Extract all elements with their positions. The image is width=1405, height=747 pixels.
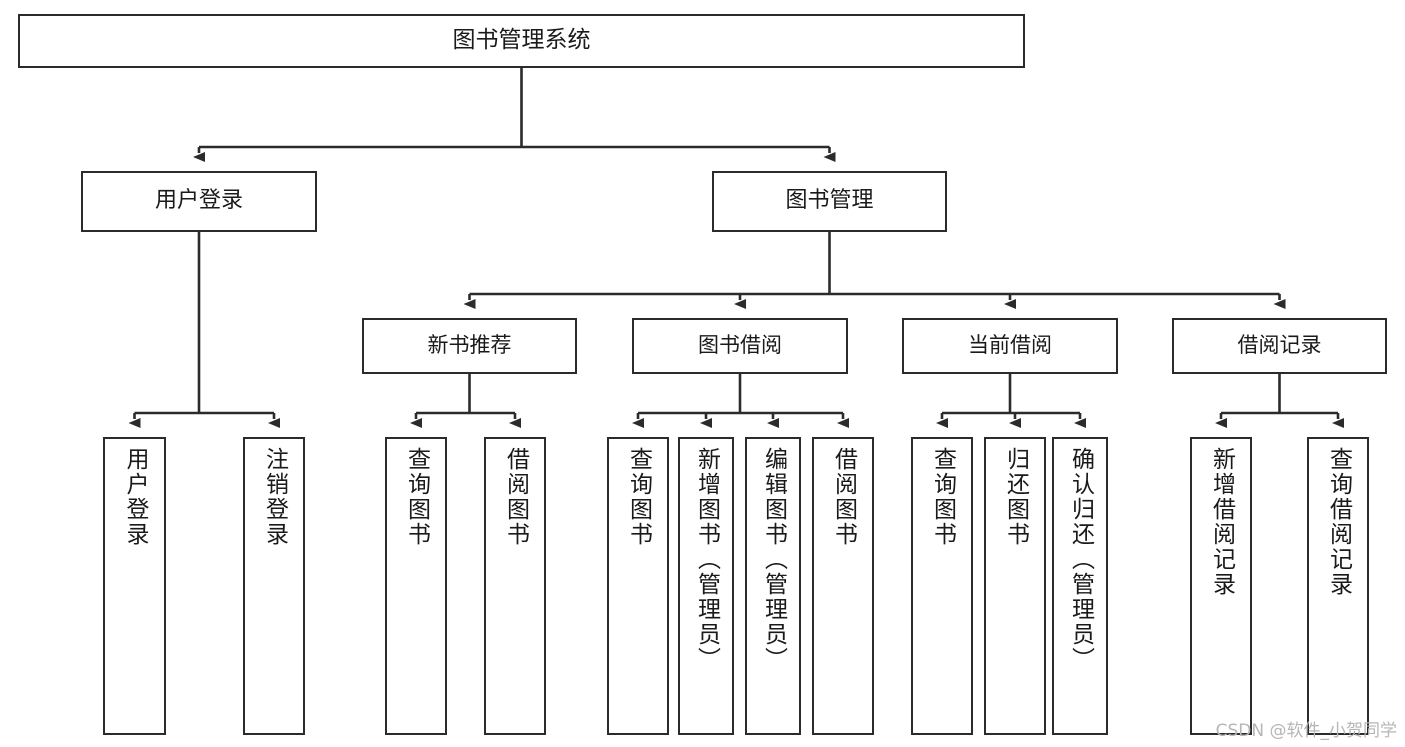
node-leaf-borrow-book-br-label: 借阅图书 bbox=[830, 447, 857, 547]
node-leaf-borrow-book-rec-label: 借阅图书 bbox=[502, 447, 529, 547]
node-leaf-edit-book[interactable]: 编辑图书（管理员） bbox=[745, 437, 801, 735]
node-user-login-label: 用户登录 bbox=[154, 188, 243, 214]
node-root[interactable]: 图书管理系统 bbox=[18, 14, 1025, 68]
node-leaf-logout-login[interactable]: 注销登录 bbox=[243, 437, 305, 735]
node-book-borrow-label: 图书借阅 bbox=[698, 333, 782, 358]
node-leaf-query-borrow-record[interactable]: 查询借阅记录 bbox=[1307, 437, 1369, 735]
node-new-book-rec[interactable]: 新书推荐 bbox=[362, 318, 577, 374]
node-leaf-query-book-rec-label: 查询图书 bbox=[403, 447, 430, 547]
node-leaf-logout-login-label: 注销登录 bbox=[261, 447, 288, 547]
watermark: CSDN @软件_小贺同学 bbox=[1215, 721, 1397, 741]
node-root-label: 图书管理系统 bbox=[452, 27, 591, 54]
node-book-borrow[interactable]: 图书借阅 bbox=[632, 318, 848, 374]
node-current-borrow[interactable]: 当前借阅 bbox=[902, 318, 1118, 374]
node-leaf-return-book[interactable]: 归还图书 bbox=[984, 437, 1046, 735]
node-leaf-borrow-book-br[interactable]: 借阅图书 bbox=[812, 437, 874, 735]
node-leaf-edit-book-label: 编辑图书（管理员） bbox=[760, 447, 787, 672]
node-leaf-user-login[interactable]: 用户登录 bbox=[103, 437, 166, 735]
node-leaf-add-book[interactable]: 新增图书（管理员） bbox=[678, 437, 734, 735]
node-current-borrow-label: 当前借阅 bbox=[968, 333, 1052, 358]
node-leaf-query-book-cb-label: 查询图书 bbox=[929, 447, 956, 547]
node-leaf-add-borrow-record[interactable]: 新增借阅记录 bbox=[1190, 437, 1252, 735]
node-leaf-return-book-label: 归还图书 bbox=[1002, 447, 1029, 547]
node-borrow-record[interactable]: 借阅记录 bbox=[1172, 318, 1387, 374]
node-leaf-query-book-br-label: 查询图书 bbox=[625, 447, 652, 547]
node-book-manage[interactable]: 图书管理 bbox=[712, 171, 947, 232]
node-leaf-query-book-br[interactable]: 查询图书 bbox=[607, 437, 669, 735]
node-book-manage-label: 图书管理 bbox=[785, 188, 874, 214]
node-leaf-query-book-rec[interactable]: 查询图书 bbox=[385, 437, 447, 735]
node-leaf-add-book-label: 新增图书（管理员） bbox=[693, 447, 720, 672]
node-leaf-query-book-cb[interactable]: 查询图书 bbox=[911, 437, 973, 735]
node-leaf-add-borrow-record-label: 新增借阅记录 bbox=[1208, 447, 1235, 597]
node-leaf-user-login-label: 用户登录 bbox=[122, 447, 148, 547]
node-leaf-confirm-return[interactable]: 确认归还（管理员） bbox=[1052, 437, 1108, 735]
node-new-book-rec-label: 新书推荐 bbox=[427, 333, 512, 358]
node-leaf-query-borrow-record-label: 查询借阅记录 bbox=[1325, 447, 1352, 597]
node-user-login[interactable]: 用户登录 bbox=[81, 171, 317, 232]
node-borrow-record-label: 借阅记录 bbox=[1237, 333, 1322, 358]
node-leaf-borrow-book-rec[interactable]: 借阅图书 bbox=[484, 437, 546, 735]
node-leaf-confirm-return-label: 确认归还（管理员） bbox=[1067, 447, 1094, 672]
